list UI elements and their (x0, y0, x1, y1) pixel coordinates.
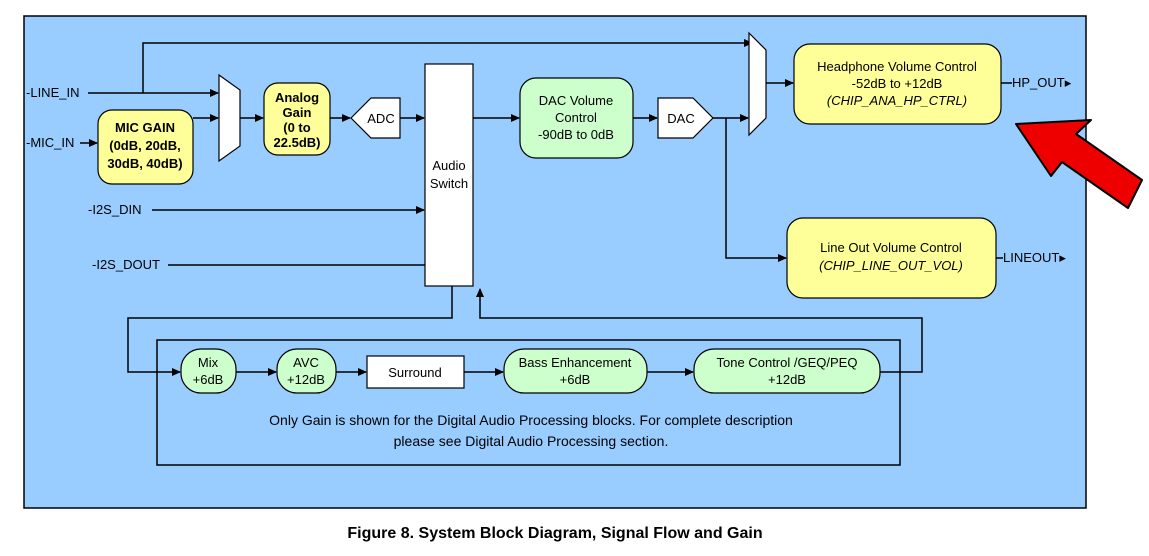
analog-gain-line1: Analog (275, 90, 319, 105)
analog-gain-line3: (0 to (283, 120, 311, 135)
lineout-volume-title: Line Out Volume Control (820, 240, 962, 255)
i2s-dout-label: -I2S_DOUT (92, 257, 160, 272)
surround-label: Surround (388, 365, 441, 380)
hp-volume-block (793, 43, 1002, 125)
hp-volume-range: -52dB to +12dB (852, 76, 943, 91)
avc-block (276, 348, 337, 394)
hp-out-label: HP_OUT▸ (1012, 75, 1072, 90)
mic-in-label: -MIC_IN (26, 135, 74, 150)
mix-block (180, 348, 237, 394)
surround-block (366, 355, 465, 389)
mix-gain: +6dB (193, 372, 224, 387)
adc-block (350, 97, 401, 139)
tone-control-block (693, 348, 881, 394)
dac-volume-line1: DAC Volume (539, 93, 613, 108)
line-in-label: -LINE_IN (26, 85, 79, 100)
tone-control-title: Tone Control /GEQ/PEQ (717, 355, 858, 370)
audio-switch-line2: Switch (430, 176, 468, 191)
analog-gain-line4: 22.5dB) (274, 135, 321, 150)
red-arrow-icon (1015, 119, 1143, 209)
bass-enhancement-block (503, 348, 648, 394)
mic-gain-block (97, 109, 194, 185)
mic-gain-range-line2: 30dB, 40dB) (107, 156, 182, 171)
wire-dac-to-lineout-volume (725, 118, 787, 262)
dsp-chain-frame (156, 339, 901, 466)
wire-switch-to-dsp (127, 286, 453, 376)
audio-switch-line1: Audio (432, 158, 465, 173)
analog-gain-block (263, 82, 331, 156)
avc-title: AVC (293, 355, 319, 370)
hp-output-mux (748, 31, 767, 137)
figure-caption: Figure 8. System Block Diagram, Signal F… (347, 525, 762, 542)
dac-label: DAC (667, 111, 694, 126)
wire-line-in-bypass (142, 39, 753, 93)
wire-dsp-to-switch (476, 288, 923, 373)
dac-volume-block (519, 77, 634, 159)
i2s-din-label: -I2S_DIN (88, 202, 141, 217)
lineout-volume-register: (CHIP_LINE_OUT_VOL) (819, 258, 963, 273)
tone-control-gain: +12dB (768, 372, 806, 387)
mix-title: Mix (198, 355, 219, 370)
input-mux (218, 73, 241, 163)
dac-volume-line3: -90dB to 0dB (538, 127, 614, 142)
dsp-note-line2: please see Digital Audio Processing sect… (394, 433, 669, 449)
dac-block (657, 97, 714, 139)
adc-label: ADC (367, 111, 394, 126)
analog-gain-line2: Gain (283, 105, 312, 120)
lineout-label: LINEOUT▸ (1003, 250, 1066, 265)
mic-gain-range-line1: (0dB, 20dB, (109, 138, 181, 153)
dac-volume-line2: Control (555, 110, 597, 125)
lineout-volume-block (786, 217, 997, 299)
mic-gain-title: MIC GAIN (115, 120, 175, 135)
bass-enhancement-title: Bass Enhancement (519, 355, 632, 370)
bass-enhancement-gain: +6dB (560, 372, 591, 387)
audio-switch-block (424, 63, 474, 287)
hp-volume-title: Headphone Volume Control (817, 59, 977, 74)
avc-gain: +12dB (287, 372, 325, 387)
hp-volume-register: (CHIP_ANA_HP_CTRL) (827, 93, 967, 108)
dsp-note-line1: Only Gain is shown for the Digital Audio… (269, 412, 793, 428)
